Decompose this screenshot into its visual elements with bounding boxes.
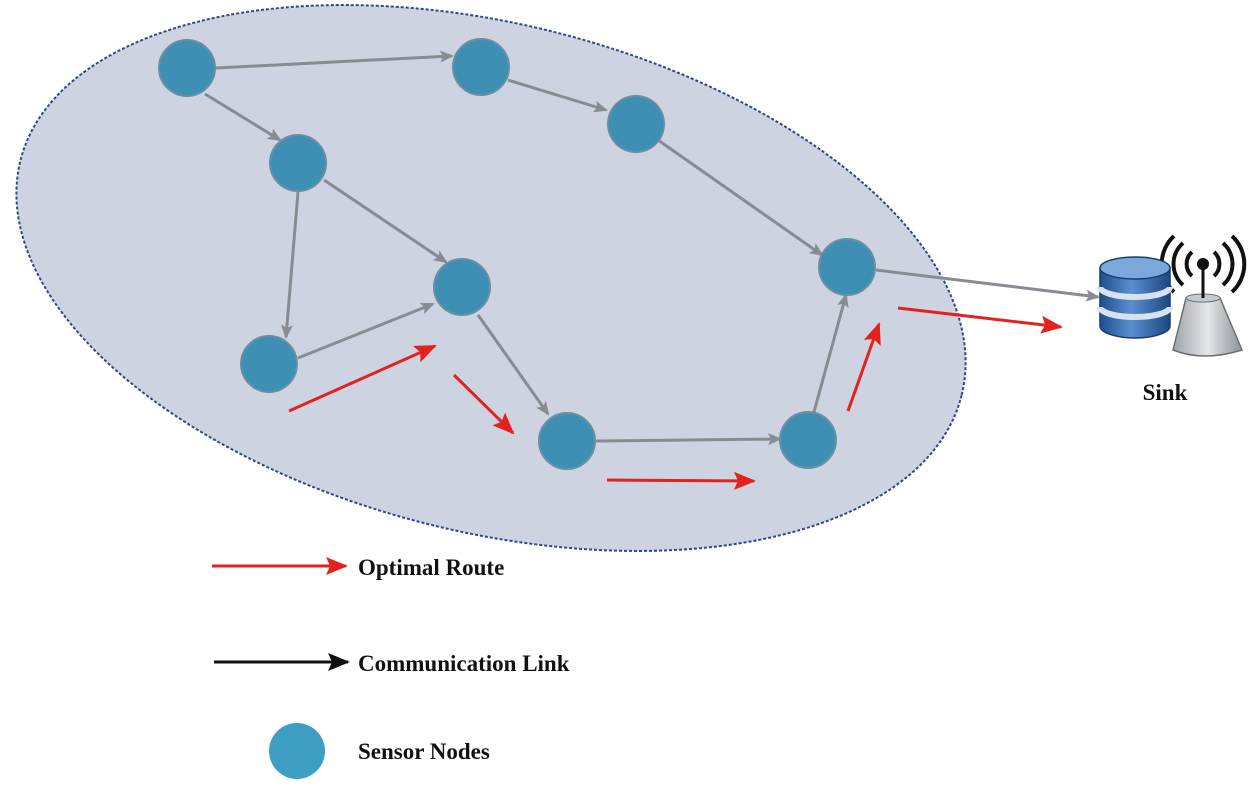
link-arrow xyxy=(204,92,282,142)
sensor-node xyxy=(607,95,665,153)
legend-optimal-route-label: Optimal Route xyxy=(358,555,504,580)
link-arrow xyxy=(812,293,849,413)
link-arrow xyxy=(323,178,448,264)
sensor-node xyxy=(158,39,216,97)
link-arrow xyxy=(297,302,435,360)
link-arrow xyxy=(875,268,1100,302)
legend: Optimal Route Communication Link Sensor … xyxy=(212,555,570,779)
sensor-node xyxy=(779,411,837,469)
optimal-route-arrows xyxy=(288,306,1063,490)
link-arrow xyxy=(657,138,824,257)
legend-sensor-nodes-label: Sensor Nodes xyxy=(358,739,490,764)
route-arrow xyxy=(897,306,1063,334)
sensor-node xyxy=(538,412,596,470)
link-arrow xyxy=(595,433,782,446)
legend-communication-link-label: Communication Link xyxy=(358,651,570,676)
link-arrow xyxy=(281,191,300,339)
link-arrow xyxy=(476,314,550,416)
link-arrow xyxy=(215,50,454,70)
network-region xyxy=(15,4,967,552)
communication-links xyxy=(204,50,1100,446)
sensor-node xyxy=(269,134,327,192)
route-arrow xyxy=(288,344,437,413)
route-arrow xyxy=(606,471,756,490)
route-arrow xyxy=(846,322,881,412)
sensor-node xyxy=(240,335,298,393)
sensor-node xyxy=(818,238,876,296)
sensor-node xyxy=(452,38,510,96)
link-arrow xyxy=(507,78,608,113)
legend-sensor-node-icon xyxy=(269,723,325,779)
database-antenna-icon xyxy=(1097,234,1247,357)
sensor-nodes xyxy=(158,38,876,470)
sensor-node xyxy=(433,258,491,316)
sink-label: Sink xyxy=(1143,380,1188,405)
route-arrow xyxy=(452,373,515,435)
